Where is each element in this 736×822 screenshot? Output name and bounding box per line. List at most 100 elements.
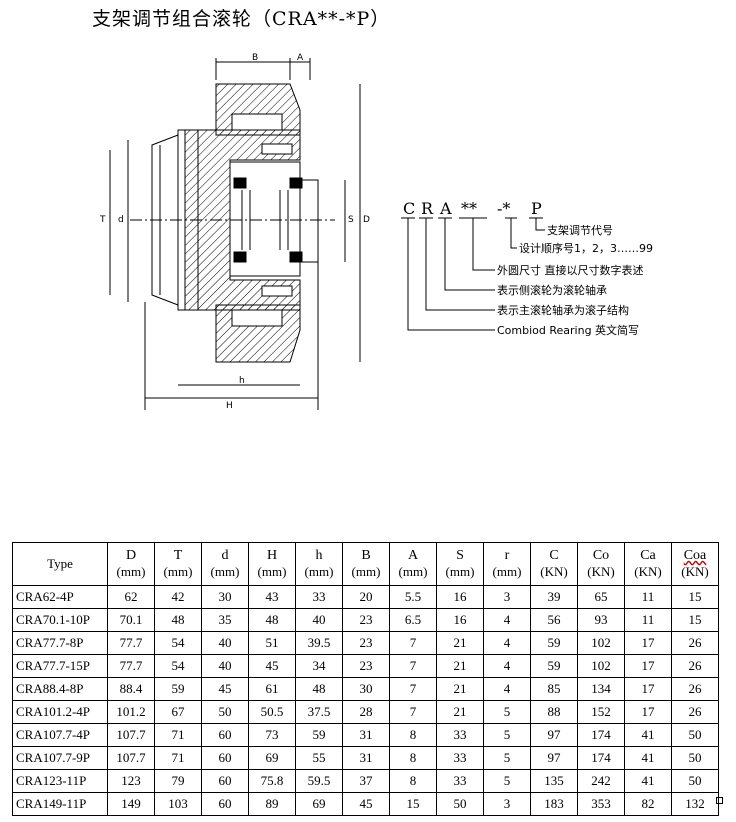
table-cell: 26 — [671, 654, 719, 678]
table-cell: 11 — [624, 608, 672, 632]
table-cell: 123 — [107, 769, 155, 793]
header-col: B(mm) — [342, 542, 390, 586]
table-cell: 59.5 — [295, 769, 343, 793]
table-cell-type: CRA70.1-10P — [12, 608, 108, 632]
table-cell-type: CRA107.7-4P — [12, 723, 108, 747]
table-cell: 102 — [577, 631, 625, 655]
table-cell: 39 — [530, 585, 578, 609]
table-cell: 61 — [248, 677, 296, 701]
table-cell: 26 — [671, 677, 719, 701]
header-col: C(KN) — [530, 542, 578, 586]
table-cell: 16 — [436, 608, 484, 632]
table-cell: 183 — [530, 792, 578, 816]
table-cell: 102 — [577, 654, 625, 678]
table-cell: 26 — [671, 700, 719, 724]
table-cell: 69 — [295, 792, 343, 816]
page-title: 支架调节组合滚轮（CRA**-*P） — [92, 8, 391, 30]
table-cell: 4 — [483, 631, 531, 655]
table-cell: 79 — [154, 769, 202, 793]
table-cell: 31 — [342, 723, 390, 747]
table-cell: 103 — [154, 792, 202, 816]
table-cell: 28 — [342, 700, 390, 724]
table-cell: 174 — [577, 723, 625, 747]
header-type: Type — [12, 542, 108, 586]
table-cell: 11 — [624, 585, 672, 609]
table-cell: 56 — [530, 608, 578, 632]
table-cell: 5 — [483, 700, 531, 724]
table-cell: 7 — [389, 654, 437, 678]
table-cell: 59 — [154, 677, 202, 701]
table-cell: 16 — [436, 585, 484, 609]
specification-table: Type D(mm) T(mm) d(mm) H(mm) h(mm) B(mm)… — [12, 542, 719, 816]
table-cell: 73 — [248, 723, 296, 747]
table-cell: 71 — [154, 746, 202, 770]
header-col: h(mm) — [295, 542, 343, 586]
table-cell: 60 — [201, 769, 249, 793]
table-cell: 15 — [671, 608, 719, 632]
table-cell: 60 — [201, 792, 249, 816]
table-cell: 59 — [295, 723, 343, 747]
table-cell: 4 — [483, 654, 531, 678]
table-cell: 21 — [436, 654, 484, 678]
table-cell: 33 — [436, 769, 484, 793]
table-cell-type: CRA107.7-9P — [12, 746, 108, 770]
table-cell: 31 — [342, 746, 390, 770]
bearing-cross-section-drawing: B A T d S D h H — [99, 53, 370, 411]
table-cell: 26 — [671, 631, 719, 655]
code-char-c: C — [403, 199, 415, 218]
note-english-abbr: Combiod Rearing 英文简写 — [497, 323, 639, 337]
table-cell-type: CRA88.4-8P — [12, 677, 108, 701]
table-cell: 54 — [154, 654, 202, 678]
table-cell: 42 — [154, 585, 202, 609]
table-cell: 8 — [389, 769, 437, 793]
table-cell: 23 — [342, 608, 390, 632]
header-col: Coa(KN) — [671, 542, 719, 586]
dim-label-B: B — [252, 53, 258, 63]
dim-label-T: T — [99, 215, 106, 225]
table-cell: 50 — [671, 769, 719, 793]
table-cell: 45 — [248, 654, 296, 678]
table-cell: 41 — [624, 723, 672, 747]
table-cell: 60 — [201, 746, 249, 770]
table-cell: 51 — [248, 631, 296, 655]
table-cell: 54 — [154, 631, 202, 655]
table-cell: 55 — [295, 746, 343, 770]
table-cell: 89 — [248, 792, 296, 816]
table-cell: 30 — [201, 585, 249, 609]
table-cell: 8 — [389, 723, 437, 747]
table-cell: 3 — [483, 792, 531, 816]
table-cell: 7 — [389, 700, 437, 724]
table-cell: 4 — [483, 608, 531, 632]
table-cell: 50 — [436, 792, 484, 816]
table-cell: 8 — [389, 746, 437, 770]
table-cell: 45 — [201, 677, 249, 701]
table-cell: 5.5 — [389, 585, 437, 609]
table-cell: 152 — [577, 700, 625, 724]
header-col: H(mm) — [248, 542, 296, 586]
table-cell-type: CRA149-11P — [12, 792, 108, 816]
table-cell: 15 — [389, 792, 437, 816]
code-char-size: ** — [461, 199, 477, 218]
model-code-diagram: C R A ** -* P 支架调节代号 设计顺序号1，2，3……99 外圆尺寸… — [401, 199, 653, 337]
dim-label-h: h — [239, 376, 245, 386]
table-cell: 70.1 — [107, 608, 155, 632]
header-col: D(mm) — [107, 542, 155, 586]
table-cell: 21 — [436, 631, 484, 655]
table-cell: 23 — [342, 654, 390, 678]
table-cell: 101.2 — [107, 700, 155, 724]
dim-label-D: D — [363, 215, 370, 225]
corner-mark — [716, 797, 723, 804]
table-cell: 48 — [248, 608, 296, 632]
table-cell: 17 — [624, 631, 672, 655]
table-cell: 37 — [342, 769, 390, 793]
table-cell: 15 — [671, 585, 719, 609]
table-cell: 23 — [342, 631, 390, 655]
table-cell: 353 — [577, 792, 625, 816]
